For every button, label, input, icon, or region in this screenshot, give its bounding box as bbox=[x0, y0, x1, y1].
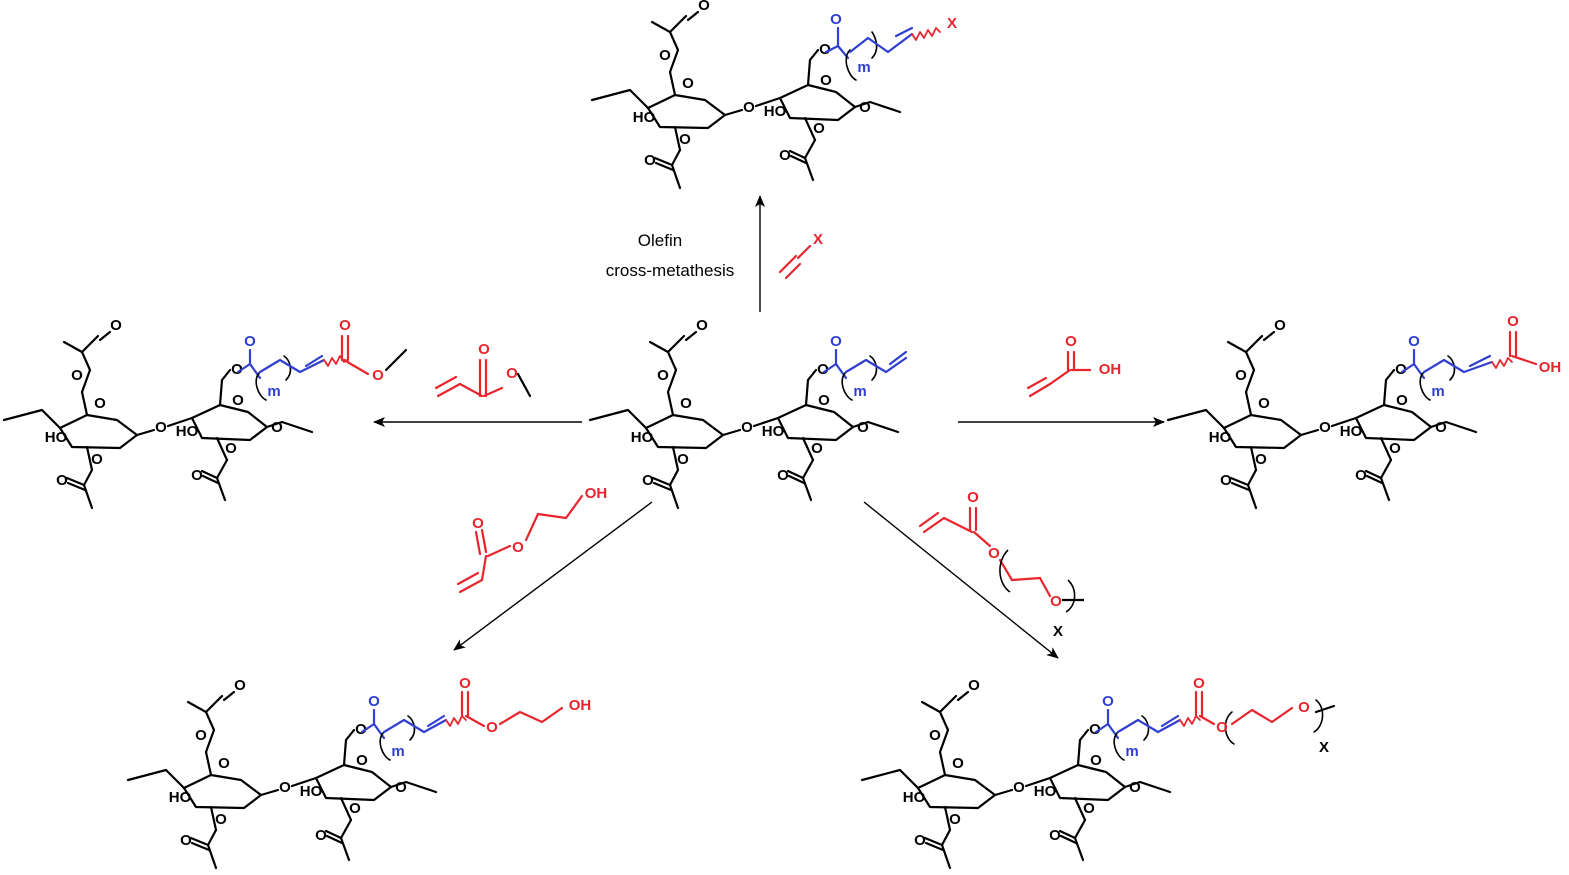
svg-text:O: O bbox=[459, 675, 471, 692]
svg-text:O: O bbox=[372, 367, 384, 384]
svg-text:O: O bbox=[368, 693, 380, 710]
svg-text:m: m bbox=[853, 383, 866, 400]
product-methyl-acrylate: O m O O bbox=[2, 315, 408, 510]
svg-text:O: O bbox=[967, 489, 979, 506]
svg-text:O: O bbox=[830, 11, 842, 28]
arrow-down-right bbox=[863, 501, 1059, 659]
svg-text:m: m bbox=[267, 383, 280, 400]
svg-text:OH: OH bbox=[569, 697, 592, 714]
svg-text:O: O bbox=[244, 333, 256, 350]
svg-text:m: m bbox=[1125, 743, 1138, 760]
svg-text:O: O bbox=[506, 365, 518, 382]
svg-text:O: O bbox=[478, 341, 490, 358]
svg-text:X: X bbox=[947, 15, 957, 32]
condition-line2: cross-metathesis bbox=[606, 261, 734, 280]
svg-text:OH: OH bbox=[1099, 361, 1122, 378]
arrows bbox=[373, 195, 1165, 659]
product-acrylic-acid: O m O OH bbox=[1166, 313, 1562, 510]
reagent-vinyl-x bbox=[778, 244, 812, 280]
svg-text:O: O bbox=[1216, 719, 1228, 736]
svg-text:X: X bbox=[1053, 623, 1063, 640]
svg-text:m: m bbox=[1431, 383, 1444, 400]
reactant-center: O m bbox=[588, 315, 908, 510]
svg-text:O: O bbox=[988, 545, 1000, 562]
condition-line1: Olefin bbox=[638, 231, 682, 250]
product-hydroxyethyl-acrylate: O m O O OH bbox=[126, 675, 592, 870]
svg-text:O: O bbox=[1193, 675, 1205, 692]
svg-text:O: O bbox=[1102, 693, 1114, 710]
svg-text:OH: OH bbox=[1539, 359, 1562, 376]
svg-text:O: O bbox=[486, 719, 498, 736]
product-top: O m X bbox=[590, 0, 957, 190]
svg-text:m: m bbox=[391, 743, 404, 760]
svg-text:O: O bbox=[1050, 593, 1062, 610]
svg-text:O: O bbox=[1065, 333, 1077, 350]
svg-text:O: O bbox=[1507, 313, 1519, 330]
svg-text:O: O bbox=[339, 317, 351, 334]
product-peg-acrylate: O m O O O X bbox=[860, 675, 1336, 870]
svg-text:X: X bbox=[813, 231, 823, 248]
svg-text:O: O bbox=[512, 539, 524, 556]
svg-text:OH: OH bbox=[585, 485, 608, 502]
reagent-methyl-acrylate bbox=[434, 358, 532, 398]
reagent-hydroxyethyl-acrylate bbox=[456, 494, 584, 594]
svg-text:O: O bbox=[830, 333, 842, 350]
reagent-acrylic-acid bbox=[1026, 350, 1092, 398]
svg-text:O: O bbox=[472, 515, 484, 532]
svg-text:O: O bbox=[1408, 333, 1420, 350]
svg-text:m: m bbox=[857, 59, 870, 76]
svg-text:X: X bbox=[1319, 739, 1329, 756]
svg-text:O: O bbox=[1298, 699, 1310, 716]
arrow-down-left bbox=[453, 501, 653, 651]
reagent-peg-acrylate bbox=[918, 506, 1052, 598]
